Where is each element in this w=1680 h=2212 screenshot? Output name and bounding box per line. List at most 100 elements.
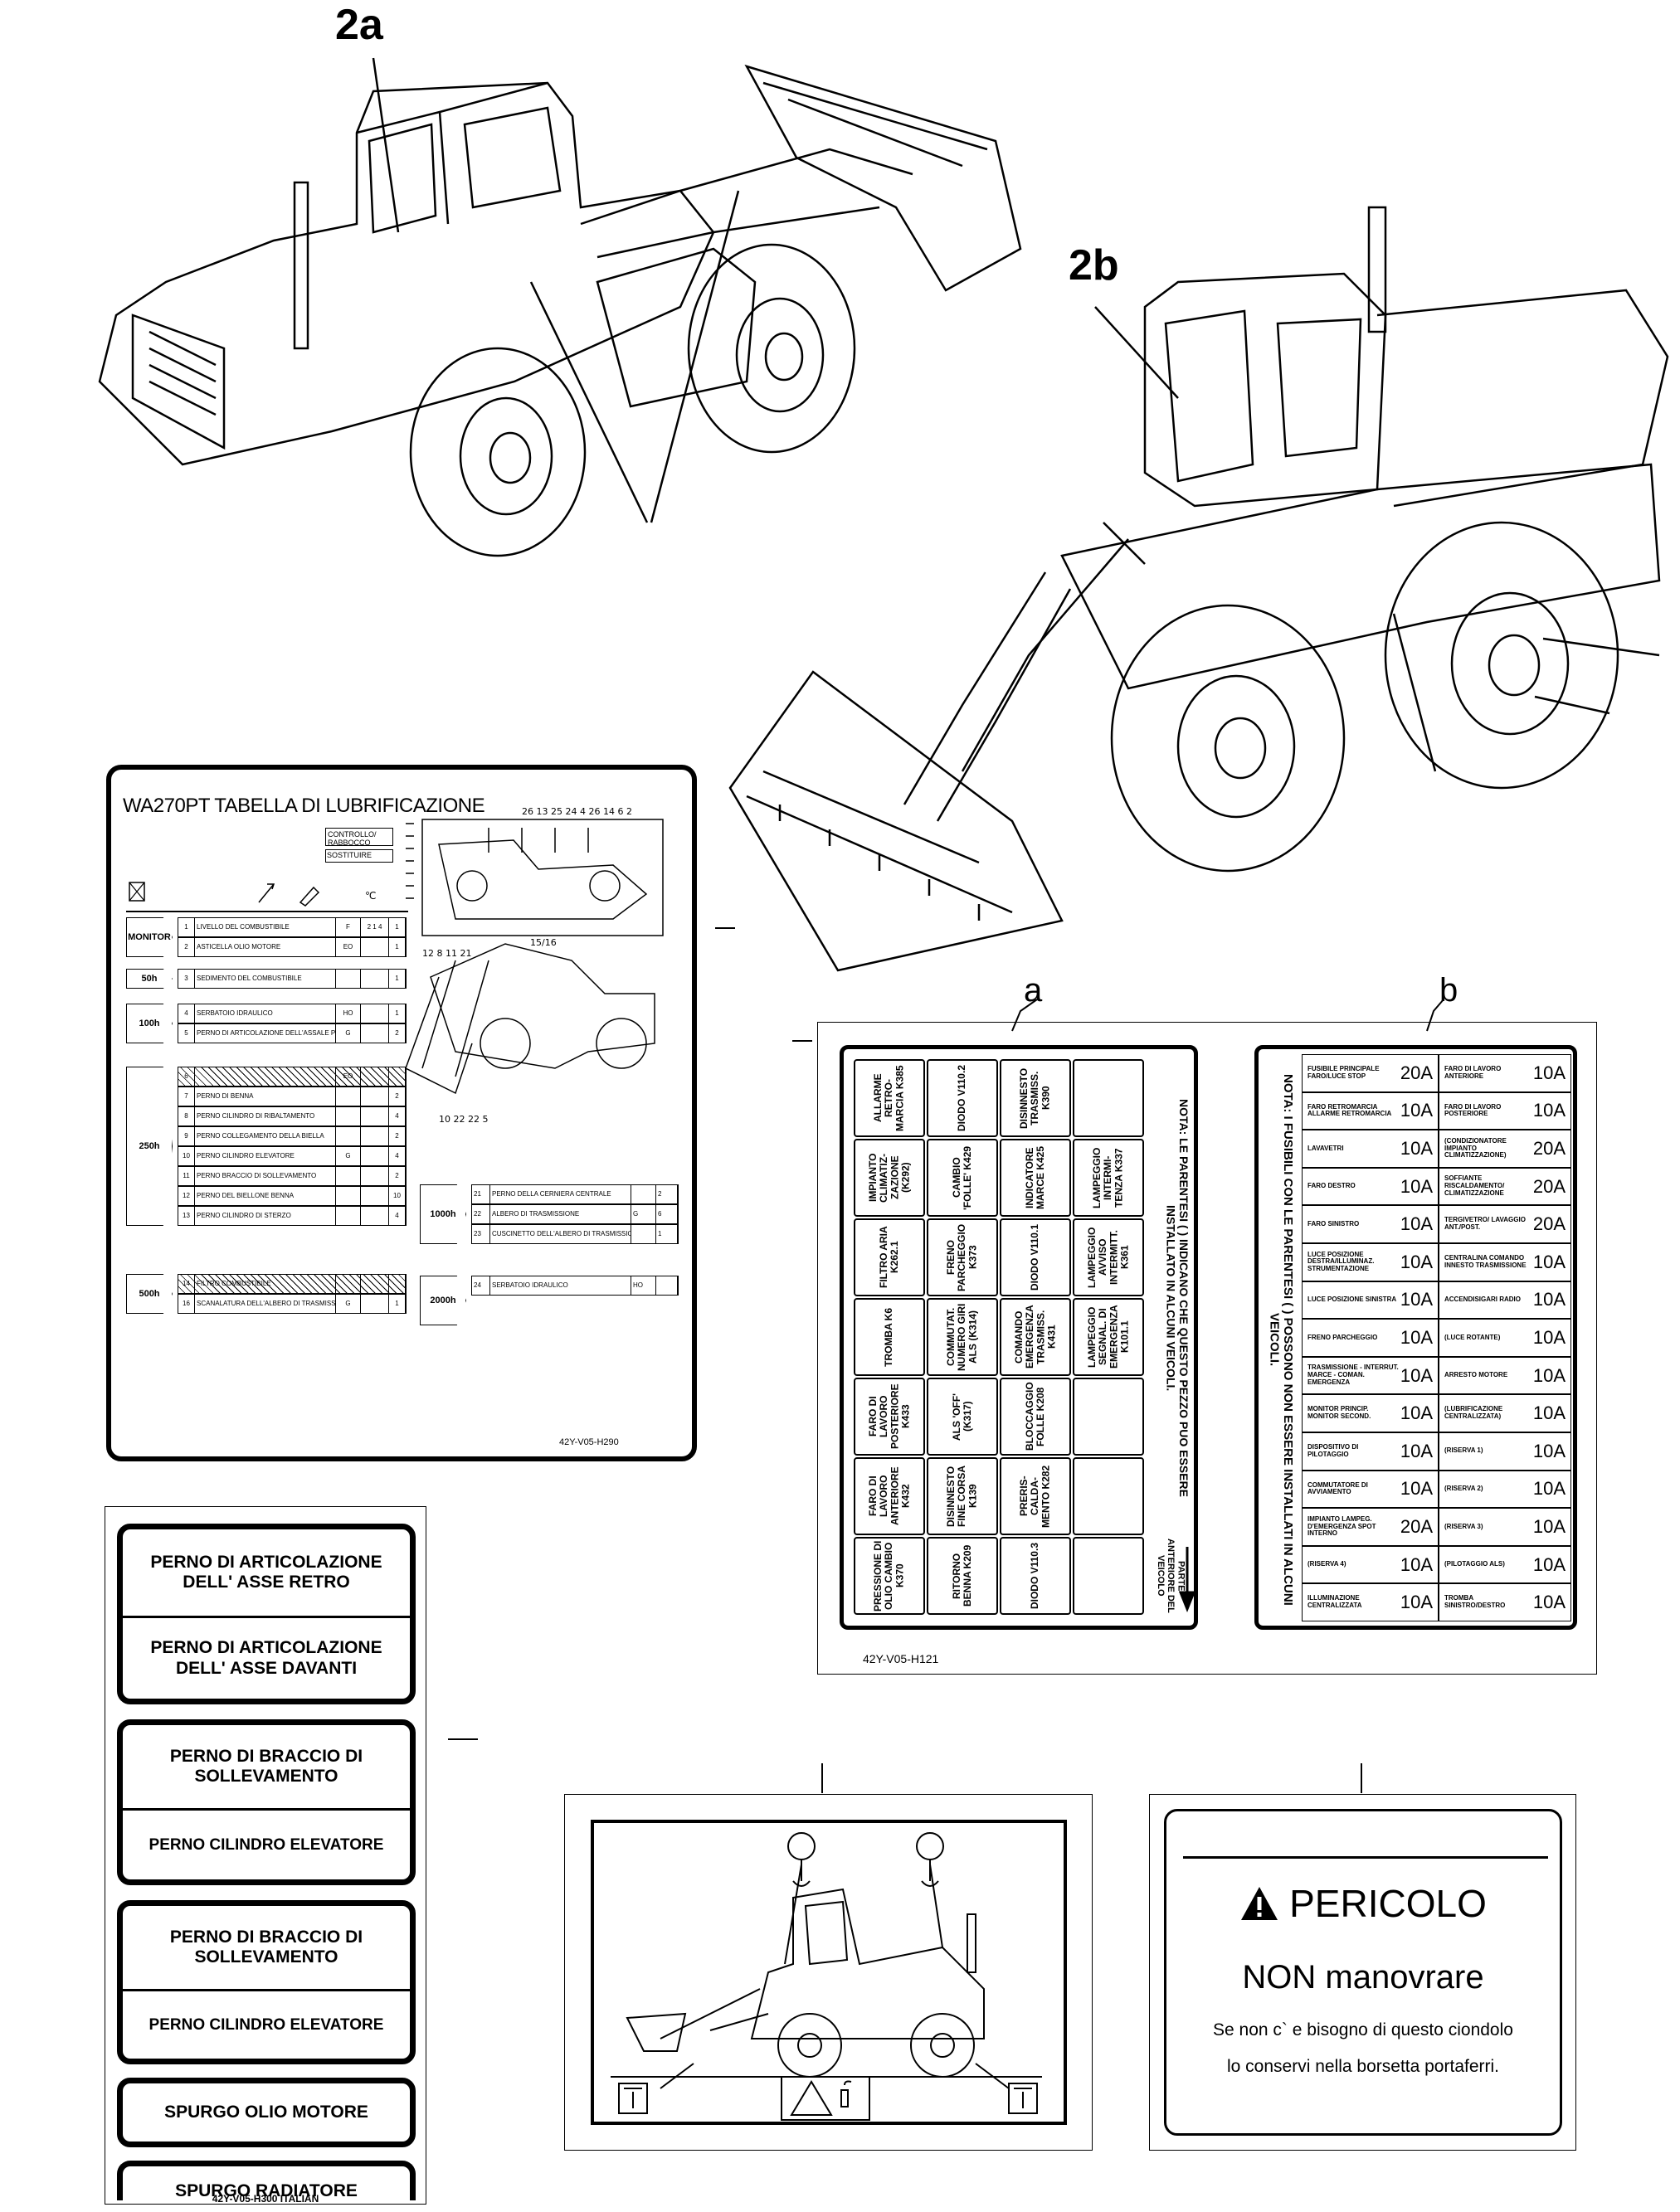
pin-group-lift-1: PERNO DI BRACCIO DI SOLLEVAMENTO PERNO C… bbox=[117, 1719, 416, 1885]
svg-text:26 13 25 24 4 26 14 6 2: 26 13 25 24 4 26 14 6 2 bbox=[522, 806, 632, 817]
fuse-rating: 10A bbox=[1532, 1289, 1566, 1310]
pin-label-rear-axle: PERNO DI ARTICOLAZIONE DELL' ASSE RETRO bbox=[150, 1552, 382, 1592]
fuse-relay-cell: CAMBIO 'FOLLE' K429 bbox=[927, 1139, 998, 1217]
fuse-relay-cell: DISINNESTO TRASMISS. K390 bbox=[1000, 1059, 1071, 1137]
lube-row-lubricant bbox=[336, 1187, 361, 1205]
callout-2b: 2b bbox=[1069, 241, 1119, 289]
lube-row-number: 2 bbox=[178, 938, 195, 956]
fuse-label: FRENO PARCHEGGIO bbox=[1307, 1333, 1378, 1341]
lube-row-number: 14 bbox=[178, 1275, 195, 1293]
fuse-relay-label: INDICATORE MARCE K425 bbox=[1023, 1145, 1046, 1210]
lube-row-number: 1 bbox=[178, 918, 195, 936]
pin-label-lift-arm: PERNO DI BRACCIO DI SOLLEVAMENTO bbox=[169, 1927, 363, 1966]
lube-legend-check: CONTROLLO/ RABBOCCO bbox=[325, 828, 393, 846]
lube-row-number: 10 bbox=[178, 1147, 195, 1165]
fuse-relay-cell: IMPIANTO CLIMATIZ- ZAZIONE (K292) bbox=[854, 1139, 925, 1217]
wheel-loader-illustration-rear bbox=[98, 57, 1022, 557]
fuse-cell: LUCE POSIZIONE DESTRA/ILLUMINAZ. STRUMEN… bbox=[1302, 1243, 1439, 1281]
lube-row-points: 1 bbox=[389, 1295, 406, 1313]
lube-row-points: 2 bbox=[389, 1127, 406, 1145]
pin-group-engine-drain: SPURGO OLIO MOTORE bbox=[117, 2078, 416, 2147]
lube-row-quantity bbox=[361, 1024, 389, 1043]
fuse-relay-cell: DISINNESTO FINE CORSA K139 bbox=[927, 1457, 998, 1535]
fuse-label: LUCE POSIZIONE SINISTRA bbox=[1307, 1295, 1397, 1303]
lube-row-item: PERNO CILINDRO DI STERZO bbox=[195, 1207, 336, 1225]
fuse-label: CENTRALINA COMANDO INNESTO TRASMISSIONE bbox=[1444, 1254, 1527, 1269]
lube-row-points: 1 bbox=[389, 938, 406, 956]
fuse-relay-label: DIODO V110.2 bbox=[956, 1064, 968, 1132]
lube-row-item: PERNO COLLEGAMENTO DELLA BIELLA bbox=[195, 1127, 336, 1145]
fuse-relay-cell: DIODO V110.2 bbox=[927, 1059, 998, 1137]
fuse-rating: 10A bbox=[1532, 1251, 1566, 1272]
lube-code: 42Y-V05-H290 bbox=[559, 1437, 619, 1447]
lube-row-lubricant bbox=[631, 1185, 656, 1203]
fuse-a-code: 42Y-V05-H121 bbox=[863, 1652, 939, 1665]
fuse-rating: 10A bbox=[1532, 1515, 1566, 1537]
lube-row-quantity bbox=[361, 970, 389, 988]
fuse-label: (CONDIZIONATORE IMPIANTO CLIMATIZZAZIONE… bbox=[1444, 1136, 1507, 1159]
fuse-relay-label: ALS 'OFF' (K317) bbox=[950, 1393, 973, 1441]
fuse-label: IMPIANTO LAMPEG. D'EMERGENZA SPOT INTERN… bbox=[1307, 1514, 1376, 1538]
fuse-relay-label: PRERIS- CALDA- MENTO K282 bbox=[1018, 1465, 1052, 1528]
fuse-relay-label: PRESSIONE DI OLIO CAMBIO K370 bbox=[872, 1540, 906, 1612]
lube-row-item: LIVELLO DEL COMBUSTIBILE bbox=[195, 918, 336, 936]
lifting-diagram-svg bbox=[611, 1832, 1042, 2121]
lube-row-number: 21 bbox=[472, 1185, 490, 1203]
lube-row-quantity bbox=[361, 1067, 389, 1086]
danger-line-1: Se non c` e bisogno di questo ciondolo bbox=[1213, 2020, 1513, 2039]
fuse-relay-label: LAMPEGGIO SEGNAL. DI EMERGENZA K101.1 bbox=[1085, 1305, 1131, 1369]
lube-row-item: FILTRO COMBUSTIBILE bbox=[195, 1275, 336, 1293]
lube-row-number: 23 bbox=[472, 1225, 490, 1243]
lube-row-points: 10 bbox=[389, 1187, 406, 1205]
fuse-rating: 10A bbox=[1400, 1251, 1433, 1272]
lube-row-quantity bbox=[361, 1087, 389, 1106]
lube-row-item: PERNO DELLA CERNIERA CENTRALE bbox=[490, 1185, 631, 1203]
crush-hazard-icon bbox=[781, 2076, 870, 2121]
fuse-relay-cell: COMANDO EMERGENZA TRASMISS. K431 bbox=[1000, 1298, 1071, 1376]
fuse-relay-label: FARO DI LAVORO POSTERIORE K433 bbox=[866, 1383, 912, 1450]
lube-row-quantity bbox=[361, 1187, 389, 1205]
fuse-cell: (RISERVA 3) 10A bbox=[1439, 1508, 1571, 1546]
lube-row-quantity bbox=[361, 1127, 389, 1145]
callout-a: a bbox=[1024, 972, 1043, 1009]
fuse-relay-label: FILTRO ARIA K262.1 bbox=[877, 1226, 900, 1289]
fuse-rating: 20A bbox=[1400, 1515, 1433, 1537]
lube-row-lubricant bbox=[336, 1207, 361, 1225]
lube-row-item: PERNO BRACCIO DI SOLLEVAMENTO bbox=[195, 1167, 336, 1185]
lube-row-points: 1 bbox=[389, 970, 406, 988]
lube-row-points: 6 bbox=[656, 1205, 678, 1223]
fuse-label: FARO SINISTRO bbox=[1307, 1219, 1360, 1228]
fuse-rating: 10A bbox=[1400, 1175, 1433, 1197]
fuse-label: (RISERVA 3) bbox=[1444, 1522, 1483, 1530]
pins-code-row: 42Y-V05-H300 ITALIAN bbox=[105, 2190, 426, 2208]
fuse-rating: 10A bbox=[1532, 1364, 1566, 1386]
fuse-relay-label: DIODO V110.3 bbox=[1029, 1542, 1041, 1610]
fuse-rating: 10A bbox=[1400, 1364, 1433, 1386]
label-engine-oil-drain: SPURGO OLIO MOTORE bbox=[164, 2102, 368, 2122]
fuse-label: FARO RETROMARCIA ALLARME RETROMARCIA bbox=[1307, 1102, 1392, 1118]
front-arrow-icon bbox=[1179, 1547, 1195, 1613]
lube-row-item: CUSCINETTO DELL'ALBERO DI TRASMISSIONE bbox=[490, 1225, 631, 1243]
fuse-label: COMMUTATORE DI AVVIAMENTO bbox=[1307, 1480, 1368, 1496]
fuse-relay-cell: LAMPEGGIO INTERMI- TENZA K337 bbox=[1073, 1139, 1144, 1217]
lube-interval-label: 1000h bbox=[420, 1184, 466, 1244]
lube-row-lubricant: HO bbox=[631, 1276, 656, 1295]
lube-row-lubricant bbox=[336, 1107, 361, 1125]
fuse-label: FARO DI LAVORO ANTERIORE bbox=[1444, 1065, 1502, 1080]
fuse-relay-cell: RITORNO BENNA K209 bbox=[927, 1537, 998, 1615]
lube-row-quantity bbox=[361, 1275, 389, 1293]
lube-row-quantity bbox=[361, 1295, 389, 1313]
fuse-relay-cell: PRESSIONE DI OLIO CAMBIO K370 bbox=[854, 1537, 925, 1615]
callout-2a: 2a bbox=[335, 1, 383, 49]
pins-leader bbox=[448, 1738, 478, 1740]
lube-row-lubricant: G bbox=[336, 1024, 361, 1043]
fuse-rating: 10A bbox=[1400, 1478, 1433, 1500]
